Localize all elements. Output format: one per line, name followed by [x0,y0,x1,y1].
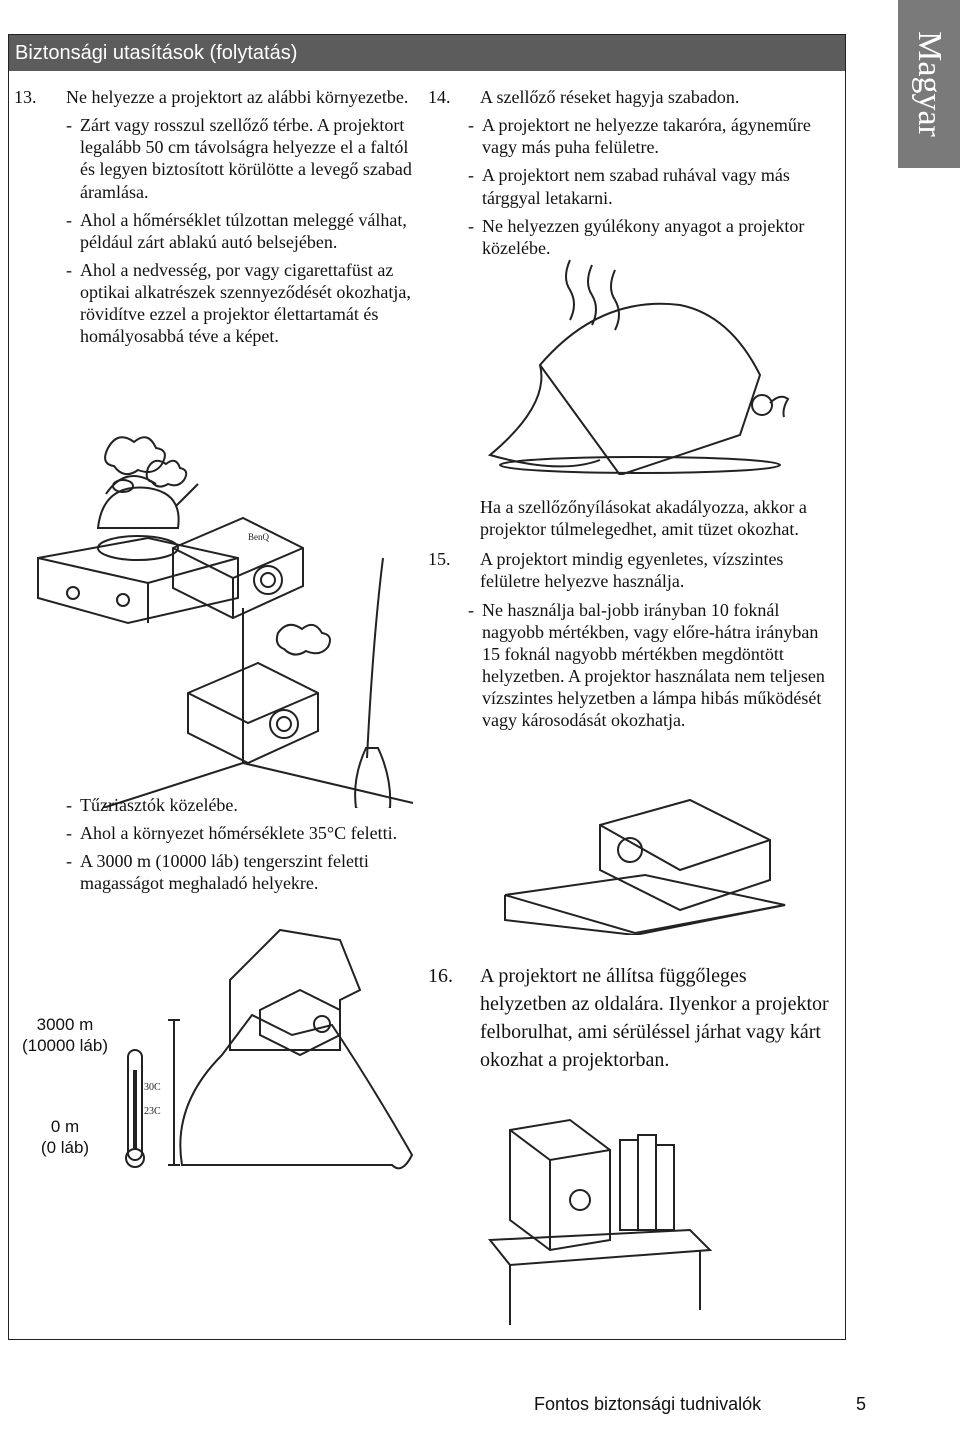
bullet-text: Ahol a hőmérséklet túlzottan meleggé vál… [80,209,407,252]
section-title: Biztonsági utasítások (folytatás) [15,41,298,64]
item-lead: A projektort ne állítsa függőleges helyz… [480,965,829,1071]
item-16: 16. A projektort ne állítsa függőleges h… [428,962,838,1078]
language-tab: Magyar [898,0,960,168]
page-number: 5 [856,1394,867,1414]
altitude-low-label: 0 m (0 láb) [10,1116,120,1159]
covered-projector-illustration [480,255,800,475]
item-number: 14. [428,87,451,107]
thermo-high: 30C [144,1082,161,1093]
altitude-low-ft: (0 láb) [40,1138,90,1158]
heat-dust-illustration: BenQ [28,428,428,808]
page-frame [8,34,846,1340]
footer-section: Fontos biztonsági tudnivalók [534,1394,762,1414]
upright-projector-illustration [470,1110,720,1330]
item-number: 13. [14,87,37,107]
bullet-text: Tűzriasztók közelébe. [80,795,238,815]
item-14-note: Ha a szellőzőnyílásokat akadályozza, akk… [480,497,807,540]
item-lead: Ne helyezze a projektort az alábbi körny… [66,87,409,107]
bullet-text: Ne használja bal-jobb irányban 10 foknál… [482,599,825,731]
item-number: 16. [428,965,453,987]
altitude-high-label: 3000 m (10000 láb) [10,1014,120,1057]
altitude-low-m: 0 m [50,1117,80,1136]
bullet-text: Zárt vagy rosszul szellőző térbe. A proj… [80,115,412,202]
section-header: Biztonsági utasítások (folytatás) [9,35,845,71]
item-lead: A projektort mindig egyenletes, vízszint… [480,549,784,592]
bullet-text: Ne helyezzen gyúlékony anyagot a projekt… [482,215,805,258]
bullet-text: A projektort ne helyezze takaróra, ágyne… [482,115,811,158]
item-13: 13. Ne helyezze a projektort az alábbi k… [14,86,414,347]
item-14-note-and-15: Ha a szellőzőnyílásokat akadályozza, akk… [428,496,838,731]
thermo-low: 23C [144,1106,161,1117]
tilted-projector-illustration [500,795,800,935]
item-number: 15. [428,549,451,570]
bullet-text: A projektort nem szabad ruhával vagy más… [482,165,790,208]
bullet-text: A 3000 m (10000 láb) tengerszint feletti… [80,851,369,894]
altitude-illustration: 30C 23C [120,920,420,1170]
device-brand: BenQ [248,532,269,542]
item-14: 14. A szellőző réseket hagyja szabadon. … [428,86,838,259]
item-lead: A szellőző réseket hagyja szabadon. [480,87,740,107]
bullet-text: Ahol a környezet hőmérséklete 35°C felet… [80,823,398,844]
item-13-continued: -Tűzriasztók közelébe. -Ahol a környezet… [14,788,434,895]
language-label: Magyar [911,31,948,137]
bullet-text: Ahol a nedvesség, por vagy cigarettafüst… [80,259,411,347]
altitude-high-m: 3000 m [36,1015,94,1034]
altitude-high-ft: (10000 láb) [21,1036,108,1056]
